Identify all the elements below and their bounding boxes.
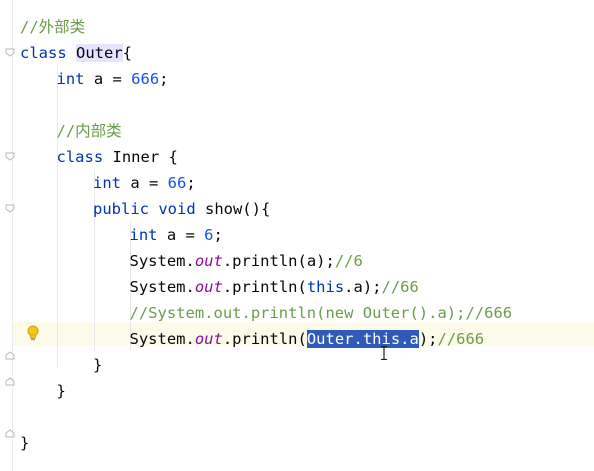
code-token: 666	[131, 70, 160, 88]
code-token: Outer	[76, 44, 123, 62]
code-token: this	[306, 278, 345, 296]
code-line[interactable]: public void show(){	[93, 196, 270, 222]
code-token: //66	[381, 278, 419, 296]
code-token: }	[56, 382, 66, 400]
code-line[interactable]: }	[57, 378, 66, 404]
code-token: show(){	[204, 200, 271, 218]
code-token: int	[56, 70, 94, 88]
fold-marker-icon[interactable]	[5, 377, 15, 387]
current-line-highlight	[13, 322, 594, 346]
code-line[interactable]: System.out.println(this.a);//66	[130, 274, 419, 300]
fold-marker-icon[interactable]	[5, 203, 15, 213]
code-token: int	[93, 174, 131, 192]
lightbulb-icon[interactable]	[25, 324, 41, 342]
code-token: //外部类	[20, 18, 86, 36]
indent-guide	[57, 66, 58, 368]
code-line[interactable]: //外部类	[20, 14, 85, 40]
code-line[interactable]: //System.out.println(new Outer().a);//66…	[130, 300, 513, 326]
code-token: ;	[213, 226, 223, 244]
code-line[interactable]: System.out.println(Outer.this.a);//666	[129, 326, 485, 352]
code-token: a =	[130, 174, 168, 192]
code-token: out	[194, 330, 223, 348]
code-line[interactable]: int a = 6;	[130, 222, 223, 248]
text-cursor-icon	[381, 345, 387, 361]
code-token: out	[194, 252, 223, 270]
indent-guide	[130, 222, 131, 350]
code-token: }	[93, 356, 103, 374]
code-line[interactable]: System.out.println(a);//6	[130, 248, 363, 274]
code-token: 66	[167, 174, 187, 192]
code-line[interactable]: }	[93, 352, 102, 378]
code-token: Inner {	[112, 148, 178, 166]
code-token: System.	[129, 278, 195, 296]
code-token: a =	[93, 70, 132, 88]
code-token: .println(	[222, 330, 307, 348]
gutter-separator	[12, 0, 13, 471]
fold-marker-icon[interactable]	[5, 429, 15, 439]
code-token: out	[194, 278, 223, 296]
code-line[interactable]: int a = 666;	[57, 66, 169, 92]
code-token: {	[122, 44, 133, 62]
indent-guide	[94, 170, 95, 350]
code-line[interactable]: //内部类	[57, 118, 122, 144]
code-token: a =	[166, 226, 205, 244]
fold-marker-icon[interactable]	[5, 151, 15, 161]
code-token: System.	[129, 330, 195, 348]
editor-gutter[interactable]	[0, 0, 12, 471]
code-line[interactable]: class Inner {	[57, 144, 178, 170]
code-token: public void	[93, 200, 205, 218]
fold-marker-icon[interactable]	[5, 47, 15, 57]
code-token: //666	[437, 330, 485, 348]
selected-text: Outer.this.a	[306, 330, 419, 348]
fold-marker-icon[interactable]	[5, 351, 15, 361]
code-token: }	[20, 434, 30, 452]
code-token: );	[418, 330, 438, 348]
code-token: //System.out.println(new Outer().a);//66…	[129, 304, 513, 322]
code-token: .a);	[344, 278, 382, 296]
code-token: ;	[186, 174, 196, 192]
code-token: .println(a);	[222, 252, 335, 270]
code-token: System.	[129, 252, 195, 270]
code-token: class	[20, 44, 76, 62]
code-token: int	[129, 226, 167, 244]
code-line[interactable]: }	[20, 430, 29, 456]
code-token: //6	[334, 252, 363, 270]
code-token: .println(	[222, 278, 307, 296]
code-token: 6	[204, 226, 214, 244]
code-line[interactable]: class Outer{	[20, 40, 132, 66]
code-token: //内部类	[56, 122, 122, 140]
code-token: class	[56, 148, 113, 166]
code-token: ;	[159, 70, 169, 88]
code-line[interactable]: int a = 66;	[93, 170, 196, 196]
